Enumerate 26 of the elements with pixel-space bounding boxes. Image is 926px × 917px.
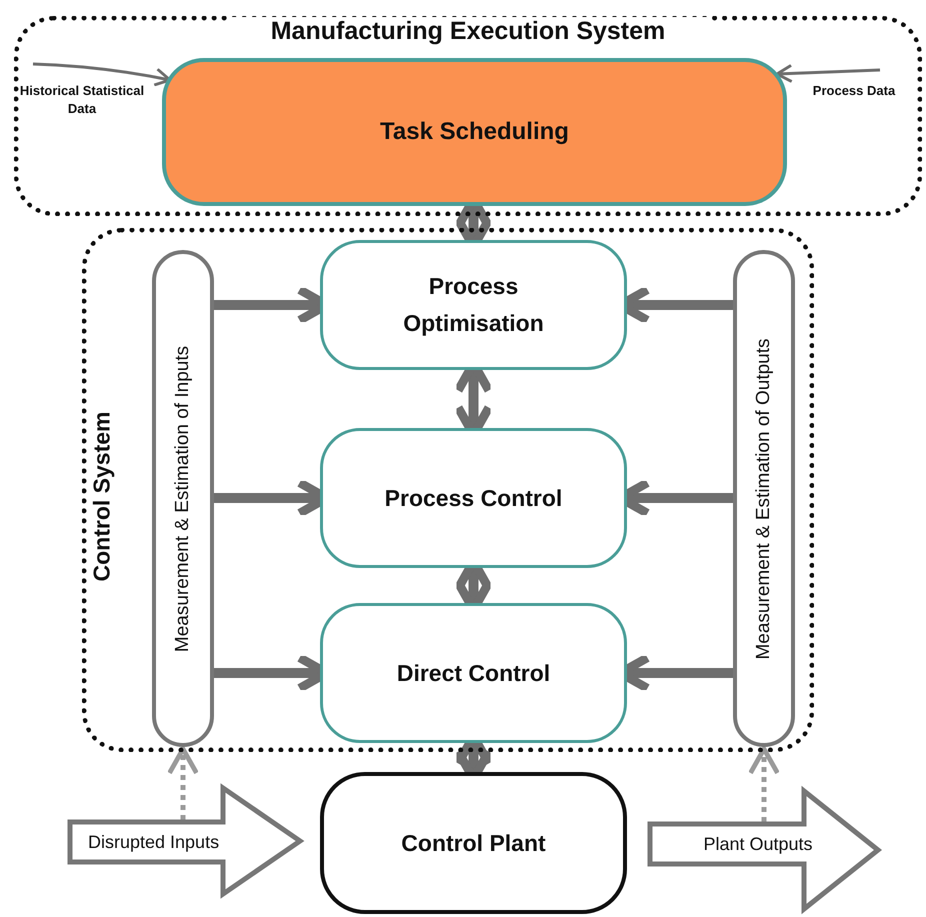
process-box xyxy=(320,428,627,568)
pill-label: Measurement & Estimation of Inputs xyxy=(172,345,194,652)
pill-label: Measurement & Estimation of Outputs xyxy=(753,338,775,660)
group-title: Control System xyxy=(88,412,116,582)
arrow-label: Plant Outputs xyxy=(702,833,814,856)
curved-arrow xyxy=(32,62,172,87)
box-label: Process Optimisation xyxy=(402,272,545,338)
input-label: Historical Statistical Data xyxy=(18,82,146,118)
arrow-label: Disrupted Inputs xyxy=(88,831,220,854)
group-title: Manufacturing Execution System xyxy=(229,17,707,46)
dotted-group-box xyxy=(14,16,922,216)
measurement-pill xyxy=(152,250,214,747)
process-box xyxy=(320,240,627,370)
dotted-arrow xyxy=(167,746,199,820)
dotted-arrow xyxy=(748,746,780,822)
measurement-pill xyxy=(733,250,795,747)
process-box xyxy=(320,603,627,743)
curved-arrow xyxy=(776,64,880,83)
input-label: Process Data xyxy=(812,82,896,100)
box-label: Process Control xyxy=(384,484,562,513)
process-box xyxy=(162,58,787,206)
box-label: Task Scheduling xyxy=(380,118,569,146)
dotted-group-box xyxy=(82,228,814,752)
box-label: Direct Control xyxy=(396,658,550,688)
box-label: Control Plant xyxy=(401,828,546,858)
process-box xyxy=(320,772,627,914)
